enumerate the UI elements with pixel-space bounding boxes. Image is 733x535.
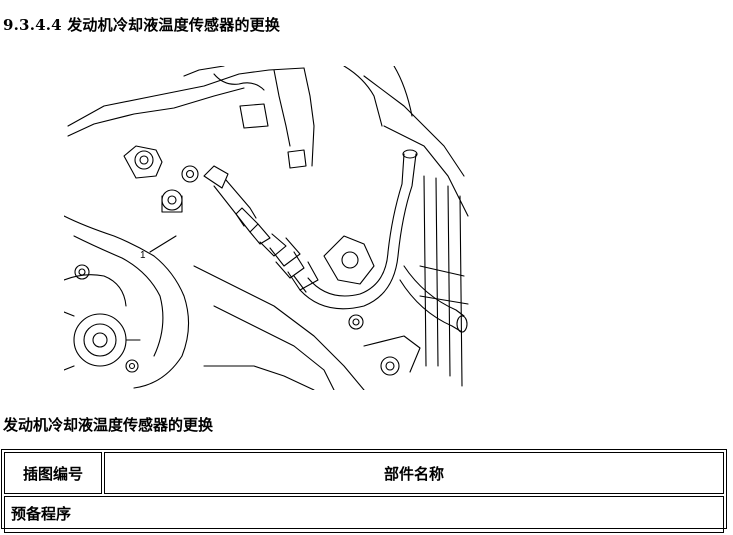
table-section-row: 预备程序 xyxy=(4,496,724,533)
parts-table-grid: 插图编号 部件名称 预备程序 xyxy=(2,450,726,535)
column-header-figure-number: 插图编号 xyxy=(4,452,102,494)
figure-caption: 发动机冷却液温度传感器的更换 xyxy=(3,416,214,434)
section-heading: 9.3.4.4 发动机冷却液温度传感器的更换 xyxy=(3,16,281,34)
parts-table: 插图编号 部件名称 预备程序 xyxy=(1,449,727,533)
engine-coolant-temperature-sensor-illustration: 1 xyxy=(64,66,470,390)
column-header-part-name: 部件名称 xyxy=(104,452,724,494)
section-preliminary-procedure: 预备程序 xyxy=(4,496,724,533)
line-drawing: 1 xyxy=(64,66,469,390)
callout-number: 1 xyxy=(140,250,146,261)
table-header-row: 插图编号 部件名称 xyxy=(4,452,724,494)
